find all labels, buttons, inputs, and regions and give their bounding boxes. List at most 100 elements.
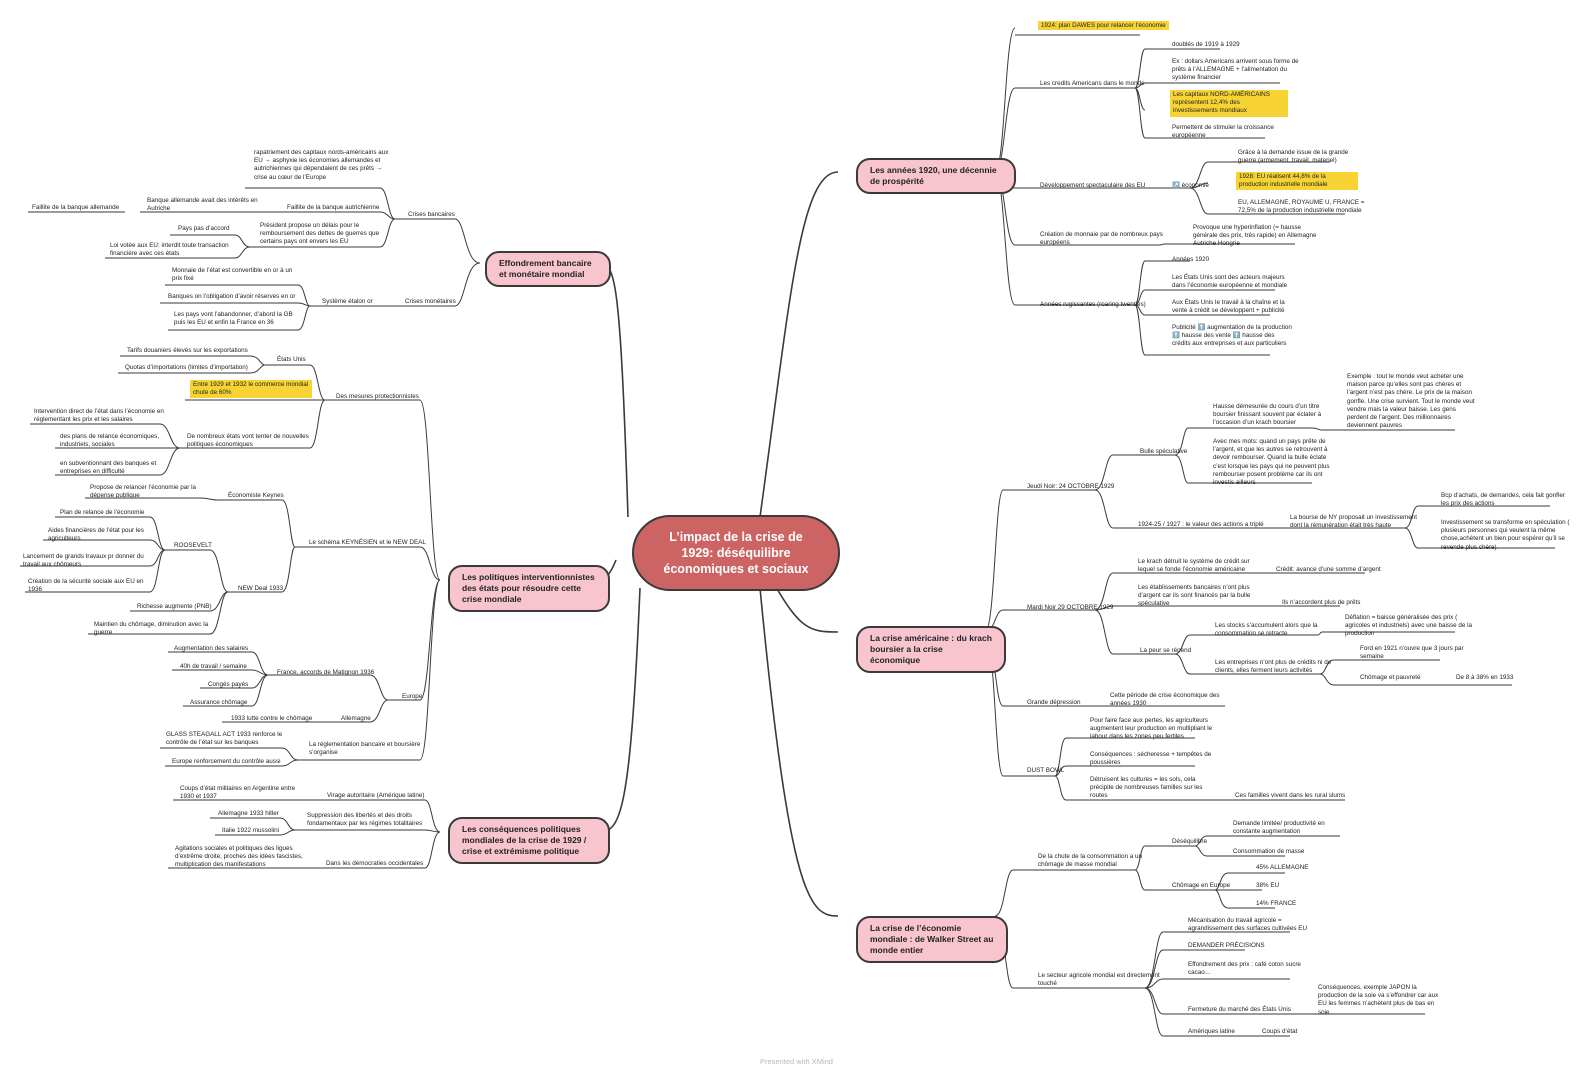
topic-desequilibre[interactable]: Déséquilibre	[1172, 838, 1208, 845]
topic-glass-steagall[interactable]: GLASS STEAGALL ACT 1933 renforce le cont…	[166, 731, 283, 747]
topic-stimuler[interactable]: Permettent de stimuler la croissance eur…	[1172, 124, 1274, 140]
topic-secteur-agricole[interactable]: Le secteur agricole mondial est directem…	[1038, 972, 1160, 988]
topic-roosevelt[interactable]: ROOSEVELT	[174, 542, 213, 549]
topic-publicite[interactable]: Publicité ⬆️ augmentation de la producti…	[1172, 324, 1292, 348]
branch-prosperite[interactable]: Les années 1920, une décennie de prospér…	[856, 158, 1016, 195]
topic-securite-sociale[interactable]: Création de la sécurité sociale aux EU e…	[28, 578, 144, 594]
topic-valeur-actions[interactable]: 1924-25 / 1927 : le valeur des actions a…	[1138, 521, 1264, 528]
topic-allemagne-production[interactable]: EU, ALLEMAGNE, ROYAUME U, FRANCE = 72,5%…	[1238, 199, 1365, 215]
topic-ex-dollars[interactable]: Ex : dollars Americans arrivent sous for…	[1172, 58, 1299, 82]
topic-nouvelles-politiques[interactable]: De nombreux états vont tenter de nouvell…	[187, 433, 309, 449]
topic-depense-publique[interactable]: Propose de relancer l’économie par la dé…	[90, 484, 197, 500]
topic-avec-mes-mots[interactable]: Avec mes mots: quand un pays prête de l’…	[1213, 438, 1330, 486]
topic-allemagne-europe[interactable]: Allemagne	[341, 715, 371, 722]
topic-capitaux[interactable]: Les capitaux NORD-AMÉRICAINS représenten…	[1170, 90, 1288, 117]
topic-stocks[interactable]: Les stocks s’accumulent alors que la con…	[1215, 622, 1318, 638]
topic-crises-bancaires[interactable]: Crises bancaires	[408, 211, 455, 218]
topic-suppression-libertes[interactable]: Suppression des libertés et des droits f…	[307, 812, 423, 828]
topic-accords-matignon[interactable]: France, accords de Matignon 1936	[277, 669, 375, 676]
branch-effondrement-bancaire[interactable]: Effondrement bancaire et monétaire mondi…	[485, 251, 611, 288]
topic-subventions[interactable]: en subventionnant des banques et entrepr…	[60, 460, 157, 476]
topic-crises-monetaires[interactable]: Crises monétaires	[405, 298, 456, 305]
topic-developpement[interactable]: Développement spectaculaire des EU	[1040, 182, 1146, 189]
topic-achats[interactable]: Bcp d’achats, de demandes, cela fait gon…	[1441, 492, 1565, 508]
topic-chomage-pauvrete[interactable]: Chômage et pauvreté	[1360, 674, 1421, 681]
topic-banque-allemande[interactable]: Banque allemande avait des intérêts en A…	[147, 197, 258, 213]
topic-38-eu[interactable]: 38% EU	[1256, 882, 1280, 889]
topic-mecanisation[interactable]: Mécanisation du travail agricole = agran…	[1188, 917, 1307, 933]
topic-economiste-keynes[interactable]: Économiste Keynes	[228, 492, 284, 499]
topic-8-a-38[interactable]: De 8 à 38% en 1933	[1456, 674, 1514, 681]
topic-consequences-secheresse[interactable]: Conséquences : sécheresse + tempêtes de …	[1090, 751, 1212, 767]
topic-rapatriement[interactable]: rapatriement des capitaux nords-américai…	[254, 149, 389, 181]
topic-fermeture-marche[interactable]: Fermeture du marché des États Unis	[1188, 1006, 1291, 1013]
topic-pays-pas-accord[interactable]: Pays pas d’accord	[178, 225, 230, 232]
topic-annees-1920[interactable]: Années 1920	[1172, 256, 1210, 263]
topic-etalon-or[interactable]: Système étalon or	[322, 298, 373, 305]
topic-plans-relance[interactable]: des plans de relance économiques, indust…	[60, 433, 160, 449]
topic-japon-soie[interactable]: Conséquences, exemple JAPON la productio…	[1318, 984, 1439, 1016]
topic-etats-unis[interactable]: États Unis	[277, 356, 306, 363]
topic-conges-payes[interactable]: Congés payés	[208, 681, 249, 688]
topic-tarifs-douaniers[interactable]: Tarifs douaniers élevés sur les exportat…	[127, 347, 248, 354]
topic-mesures-protectionnistes[interactable]: Des mesures protectionnistes	[336, 393, 419, 400]
topic-europe[interactable]: Europe	[402, 693, 423, 700]
topic-hausse-demesuree[interactable]: Hausse démesurée du cours d’un titre bou…	[1213, 403, 1322, 427]
topic-quotas[interactable]: Quotas d’importations (limites d’importa…	[125, 364, 248, 371]
topic-richesse-pnb[interactable]: Richesse augmente (PNB)	[137, 603, 212, 610]
topic-45-allemagne[interactable]: 45% ALLEMAGNE	[1256, 864, 1309, 871]
topic-mardi-noir[interactable]: Mardi Noir 29 OCTOBRE 1929	[1027, 604, 1114, 611]
topic-italie-mussolini[interactable]: Italie 1922 mussolini	[222, 827, 280, 834]
topic-coups-argentine[interactable]: Coups d’état militaires en Argentine ent…	[180, 785, 296, 801]
topic-periode-crise[interactable]: Cette période de crise économique des an…	[1110, 692, 1220, 708]
topic-commerce-chute[interactable]: Entre 1929 et 1932 le commerce mondial c…	[190, 380, 312, 399]
topic-acteurs-majeurs[interactable]: Les États Unis sont des acteurs majeurs …	[1172, 274, 1288, 290]
topic-travail-chaine[interactable]: Aux États Unis le travail à la chaîne et…	[1172, 299, 1285, 315]
topic-pertes-agriculteurs[interactable]: Pour faire face aux pertes, les agricult…	[1090, 717, 1213, 741]
topic-coups-etat[interactable]: Coups d’état	[1262, 1028, 1298, 1035]
topic-economie[interactable]: ↗️ économie	[1172, 182, 1209, 189]
topic-production-1928[interactable]: 1928: EU réalisent 44,8% de la productio…	[1236, 172, 1358, 191]
topic-14-france[interactable]: 14% FRANCE	[1256, 900, 1297, 907]
topic-bourse-ny[interactable]: La bourse de NY proposait un investissem…	[1290, 514, 1417, 530]
topic-maintien-chomage[interactable]: Maintien du chômage, diminution avec la …	[94, 621, 209, 637]
topic-creation-monnaie[interactable]: Création de monnaie par de nombreux pays…	[1040, 231, 1163, 247]
topic-peur[interactable]: La peur se répend	[1140, 647, 1192, 654]
central-topic[interactable]: L’impact de la crise de 1929: déséquilib…	[632, 515, 840, 591]
topic-etablissements-bancaires[interactable]: Les établissements bancaires n’ont plus …	[1138, 584, 1251, 608]
topic-keynesien[interactable]: Le schéma KEYNÉSIEN et le NEW DEAL	[309, 539, 426, 546]
topic-plan-relance[interactable]: Plan de relance de l’économie	[60, 509, 145, 516]
topic-dawes[interactable]: 1924: plan DAWES pour relancer l’économi…	[1038, 21, 1169, 30]
topic-faillite-autrichienne[interactable]: Faillite de la banque autrichienne	[287, 204, 380, 211]
topic-destruction-sols[interactable]: Détruisent les cultures = les sols, cela…	[1090, 776, 1203, 800]
topic-agitations-ligues[interactable]: Agitations sociales et politiques des li…	[175, 845, 303, 869]
topic-president-delai[interactable]: Président propose un délais pour le remb…	[260, 222, 380, 246]
topic-krach-credit[interactable]: Le krach détruit le système de crédit su…	[1138, 558, 1250, 574]
topic-annees-rugissantes[interactable]: Années rugissantes (roaring twenties)	[1040, 301, 1146, 308]
topic-rural-slums[interactable]: Ces familles vivent dans les rural slums	[1235, 792, 1346, 799]
topic-ameriques-latine[interactable]: Amériques latine	[1188, 1028, 1235, 1035]
topic-intervention-directe[interactable]: Intervention direct de l’état dans l’éco…	[34, 408, 164, 424]
topic-virage-autoritaire[interactable]: Virage autoritaire (Amérique latine)	[327, 792, 425, 799]
topic-bulle-speculative[interactable]: Bulle spéculative	[1140, 448, 1188, 455]
topic-reglementation-bancaire[interactable]: La réglementation bancaire et boursière …	[309, 741, 421, 757]
topic-europe-controle[interactable]: Europe renforcement du contrôle aussi	[172, 758, 281, 765]
topic-chute-consommation[interactable]: De la chute de la consommation a un chôm…	[1038, 853, 1142, 869]
topic-ford[interactable]: Ford en 1921 n’ouvre que 3 jours par sem…	[1360, 645, 1464, 661]
topic-demande-limitee[interactable]: Demande limitée/ productivité en constan…	[1233, 820, 1325, 836]
topic-entreprises-fermeture[interactable]: Les entreprises n’ont plus de crédits ni…	[1215, 659, 1332, 675]
topic-grande-depression[interactable]: Grande dépression	[1027, 699, 1081, 706]
topic-investissement-speculation[interactable]: Investissement se transforme en spéculat…	[1441, 519, 1570, 551]
topic-grace[interactable]: Grâce à la demande issue de la grande gu…	[1238, 149, 1349, 165]
topic-lutte-chomage[interactable]: 1933 lutte contre le chômage	[231, 715, 313, 722]
topic-exemple-maison[interactable]: Exemple : tout le monde veut acheter une…	[1347, 373, 1475, 430]
branch-politiques-interventionnistes[interactable]: Les politiques interventionnistes des ét…	[448, 565, 610, 613]
topic-monnaie-convertible[interactable]: Monnaie de l’état est convertible en or …	[172, 267, 293, 283]
topic-new-deal[interactable]: NEW Deal 1933	[238, 585, 284, 592]
topic-credits[interactable]: Les credits Americans dans le monde	[1040, 80, 1145, 87]
topic-dust-bowl[interactable]: DUST BOWL	[1027, 767, 1065, 774]
topic-consommation-masse[interactable]: Consommation de masse	[1233, 848, 1305, 855]
branch-crise-americaine[interactable]: La crise américaine : du krach boursier …	[856, 626, 1006, 674]
topic-faillite-allemande[interactable]: Faillite de la banque allemande	[32, 204, 120, 211]
topic-abandon-etalon[interactable]: Les pays vont l’abandonner, d’abord la G…	[174, 311, 293, 327]
